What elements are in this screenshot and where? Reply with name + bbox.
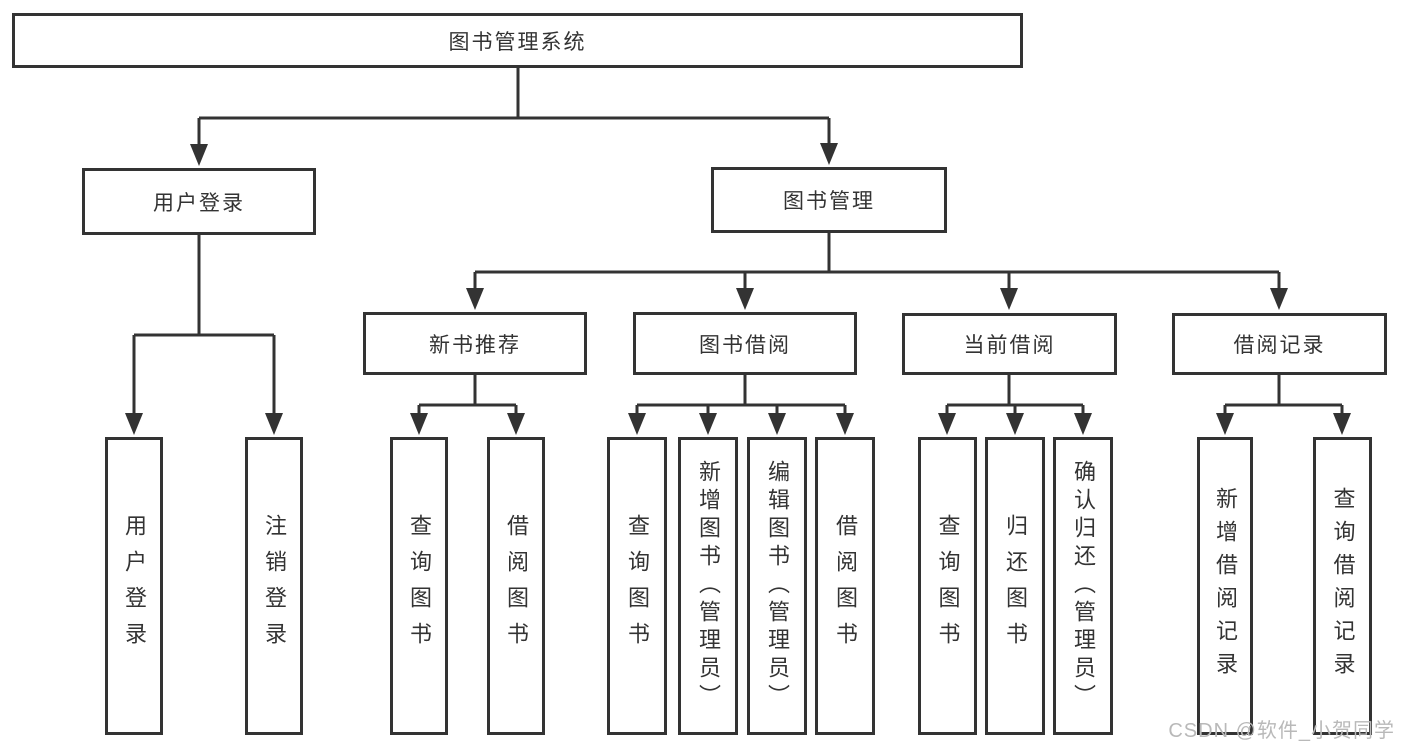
arrowhead (1216, 413, 1234, 435)
arrowhead (1074, 413, 1092, 435)
leaf-logout: 注销登录 (245, 437, 303, 735)
node-user-login: 用户登录 (82, 168, 316, 235)
arrowhead (466, 288, 484, 310)
arrowhead (1333, 413, 1351, 435)
arrowhead (507, 413, 525, 435)
leaf-label: 归还图书 (1003, 514, 1028, 658)
leaf-edit-book-admin: 编辑图书（管理员） (747, 437, 807, 735)
csdn-watermark: CSDN @软件_小贺同学 (1168, 720, 1395, 742)
leaf-label: 查询图书 (407, 514, 432, 658)
leaf-confirm-return-admin: 确认归还（管理员） (1053, 437, 1113, 735)
connector-book-mgmt-children (466, 233, 1288, 310)
leaf-add-borrow-record: 新增借阅记录 (1197, 437, 1253, 735)
leaf-label: 确认归还（管理员） (1071, 460, 1096, 712)
leaf-label: 注销登录 (262, 514, 287, 658)
connector-new-book-children (410, 375, 525, 435)
leaf-borrow-book-1: 借阅图书 (487, 437, 545, 735)
leaf-label: 用户登录 (122, 514, 147, 658)
node-borrow-record: 借阅记录 (1172, 313, 1387, 375)
leaf-label: 查询图书 (625, 514, 650, 658)
arrowhead (125, 413, 143, 435)
leaf-label: 编辑图书（管理员） (765, 460, 790, 712)
arrowhead (768, 413, 786, 435)
leaf-user-login: 用户登录 (105, 437, 163, 735)
arrowhead (190, 144, 208, 166)
arrowhead (628, 413, 646, 435)
node-root: 图书管理系统 (12, 13, 1023, 68)
leaf-label: 查询借阅记录 (1330, 487, 1356, 685)
node-book-management: 图书管理 (711, 167, 947, 233)
leaf-query-book-1: 查询图书 (390, 437, 448, 735)
leaf-query-book-3: 查询图书 (918, 437, 977, 735)
leaf-label: 新增图书（管理员） (696, 460, 721, 712)
connector-current-borrow-children (938, 375, 1092, 435)
node-current-borrow: 当前借阅 (902, 313, 1117, 375)
arrowhead (736, 288, 754, 310)
arrowhead (410, 413, 428, 435)
arrowhead (1270, 288, 1288, 310)
arrowhead (836, 413, 854, 435)
leaf-label: 借阅图书 (833, 514, 858, 658)
connector-borrow-record-children (1216, 375, 1351, 435)
arrowhead (699, 413, 717, 435)
connector-user-login-children (125, 235, 283, 435)
leaf-add-book-admin: 新增图书（管理员） (678, 437, 738, 735)
arrowhead (265, 413, 283, 435)
arrowhead (1000, 288, 1018, 310)
leaf-query-book-2: 查询图书 (607, 437, 667, 735)
leaf-label: 新增借阅记录 (1213, 487, 1238, 685)
arrowhead (938, 413, 956, 435)
arrowhead (820, 143, 838, 165)
node-book-borrow: 图书借阅 (633, 312, 857, 375)
leaf-return-book: 归还图书 (985, 437, 1045, 735)
arrowhead (1006, 413, 1024, 435)
leaf-query-borrow-record: 查询借阅记录 (1313, 437, 1372, 735)
leaf-borrow-book-2: 借阅图书 (815, 437, 875, 735)
connector-root-to-level2 (190, 68, 838, 166)
leaf-label: 查询图书 (935, 514, 961, 658)
connector-book-borrow-children (628, 375, 854, 435)
node-new-book-recommend: 新书推荐 (363, 312, 587, 375)
leaf-label: 借阅图书 (504, 514, 529, 658)
